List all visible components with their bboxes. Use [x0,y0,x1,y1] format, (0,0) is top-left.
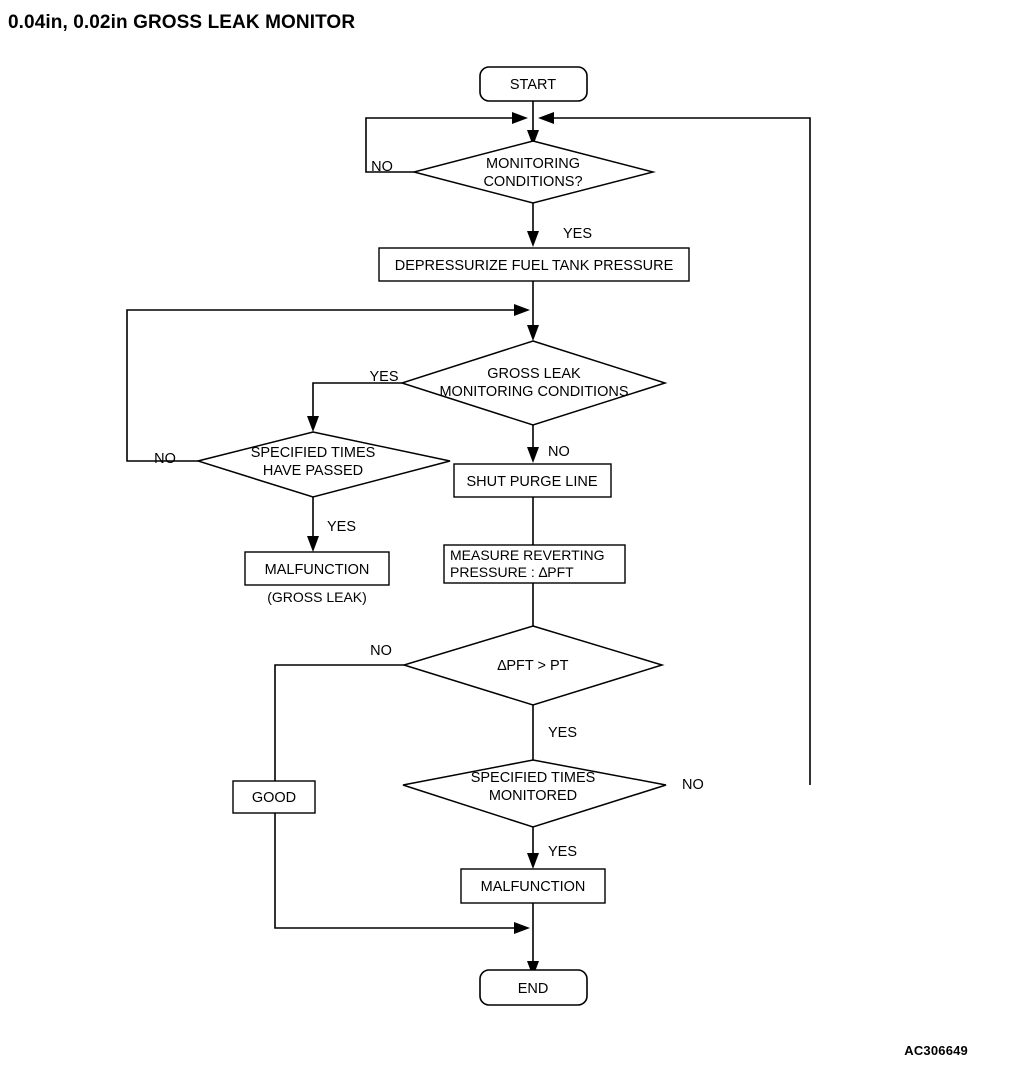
node-end[interactable]: END [479,969,588,1006]
edge-label-monitoring-yes: YES [563,226,592,242]
specified-times-monitored-label-2: MONITORED [489,788,577,804]
monitoring-conditions-label-1: MONITORING [486,156,580,172]
pft-compare-shape [401,625,665,706]
edge-monitored-no-feedback [546,117,811,785]
specified-times-passed-shape [195,431,451,498]
depressurize-shape [378,247,690,282]
node-measure-reverting[interactable]: MEASURE REVERTING PRESSURE : ∆PFT [443,544,626,584]
edge-label-monitoring-no: NO [371,159,393,175]
arrowhead-junction-right [538,112,554,124]
malfunction-shape [460,868,606,904]
measure-reverting-shape [443,544,626,584]
node-gross-leak-conditions[interactable]: GROSS LEAK MONITORING CONDITIONS [399,340,668,426]
edge-label-gross-leak-yes: YES [369,369,398,385]
specified-times-passed-label-2: HAVE PASSED [263,463,363,479]
shut-purge-line-shape [453,463,612,498]
node-good[interactable]: GOOD [232,780,316,814]
start-shape [479,66,588,102]
pft-compare-label: ∆PFT > PT [497,658,568,674]
arrowhead-into-depressurize [527,231,539,247]
edge-label-passed-no: NO [154,451,176,467]
node-monitoring-conditions[interactable]: MONITORING CONDITIONS? [411,140,656,204]
edge-label-pft-yes: YES [548,725,577,741]
edge-label-gross-leak-no: NO [548,444,570,460]
arrowhead-passed-no-merge [514,304,530,316]
shut-purge-line-label: SHUT PURGE LINE [466,474,597,490]
malfunction-gross-leak-label: MALFUNCTION [265,562,370,578]
node-start[interactable]: START [479,66,588,102]
arrowhead-into-passed [307,416,319,432]
figure-code: AC306649 [904,1043,968,1058]
malfunction-label: MALFUNCTION [481,879,586,895]
arrowhead-into-shutpurge [527,447,539,463]
node-depressurize[interactable]: DEPRESSURIZE FUEL TANK PRESSURE [378,247,690,282]
gross-leak-conditions-label-2: MONITORING CONDITIONS [439,384,628,400]
edge-label-monitored-yes: YES [548,844,577,860]
end-shape [479,969,588,1006]
page-title: 0.04in, 0.02in GROSS LEAK MONITOR [8,12,356,33]
edge-label-passed-yes: YES [327,519,356,535]
specified-times-monitored-label-1: SPECIFIED TIMES [471,770,596,786]
specified-times-monitored-shape [402,759,667,828]
arrowhead-into-end [527,961,539,977]
edge-label-monitored-no: NO [682,777,704,793]
good-label: GOOD [252,790,296,806]
node-specified-times-monitored[interactable]: SPECIFIED TIMES MONITORED [402,759,667,828]
malfunction-gross-leak-shape [244,551,390,586]
edge-monitoring-no-loop [365,117,520,173]
end-label: END [518,981,549,997]
node-malfunction-gross-leak[interactable]: MALFUNCTION [244,551,390,586]
gross-leak-conditions-label-1: GROSS LEAK [487,366,581,382]
node-malfunction[interactable]: MALFUNCTION [460,868,606,904]
specified-times-passed-label-1: SPECIFIED TIMES [251,445,376,461]
arrowhead-into-malfunction [527,853,539,869]
arrowhead-into-malfunction-gross [307,536,319,552]
node-shut-purge-line[interactable]: SHUT PURGE LINE [453,463,612,498]
arrowhead-junction-left [512,112,528,124]
edge-grossleak-yes [312,382,402,425]
depressurize-label: DEPRESSURIZE FUEL TANK PRESSURE [395,258,674,274]
edge-label-pft-no: NO [370,643,392,659]
measure-reverting-label-1: MEASURE REVERTING [450,547,605,563]
gross-leak-conditions-shape [399,340,668,426]
start-label: START [510,77,556,93]
monitoring-conditions-shape [411,140,656,204]
measure-reverting-label-2: PRESSURE : ∆PFT [450,564,574,580]
node-specified-times-passed[interactable]: SPECIFIED TIMES HAVE PASSED [195,431,451,498]
connectors [126,100,811,977]
good-shape [232,780,316,814]
node-pft-compare[interactable]: ∆PFT > PT [401,625,665,706]
arrowhead-good-merge [514,922,530,934]
edge-passed-no-loop [126,309,520,462]
arrowhead-into-monitoring [527,130,539,146]
monitoring-conditions-label-2: CONDITIONS? [483,174,582,190]
arrowhead-into-grossleak [527,325,539,341]
malfunction-gross-leak-caption: (GROSS LEAK) [267,589,367,605]
